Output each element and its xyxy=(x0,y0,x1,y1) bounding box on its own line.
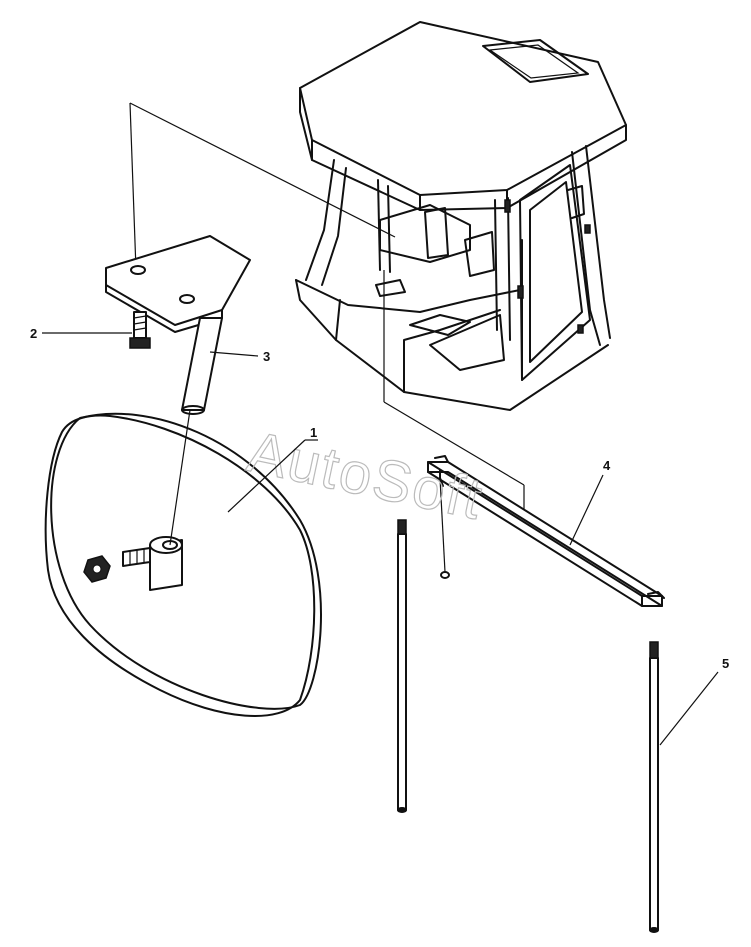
callout-2: 2 xyxy=(30,326,132,341)
rod-right xyxy=(649,641,659,933)
callout-1: 1 xyxy=(227,425,318,513)
rod-left xyxy=(397,519,407,813)
mirror-bracket-arm xyxy=(105,235,251,415)
callout-1-label: 1 xyxy=(310,425,317,440)
callout-5-label: 5 xyxy=(722,656,729,671)
cab-assembly xyxy=(295,21,627,411)
callout-3: 3 xyxy=(209,349,270,364)
mounting-axis-line xyxy=(169,409,191,546)
callout-4-label: 4 xyxy=(603,458,611,473)
assembly-leader-lines xyxy=(129,102,525,520)
bolt xyxy=(129,311,151,349)
callout-4: 4 xyxy=(569,458,611,546)
callout-3-label: 3 xyxy=(263,349,270,364)
support-channel xyxy=(427,455,665,607)
callout-5: 5 xyxy=(659,656,729,746)
callout-2-label: 2 xyxy=(30,326,37,341)
